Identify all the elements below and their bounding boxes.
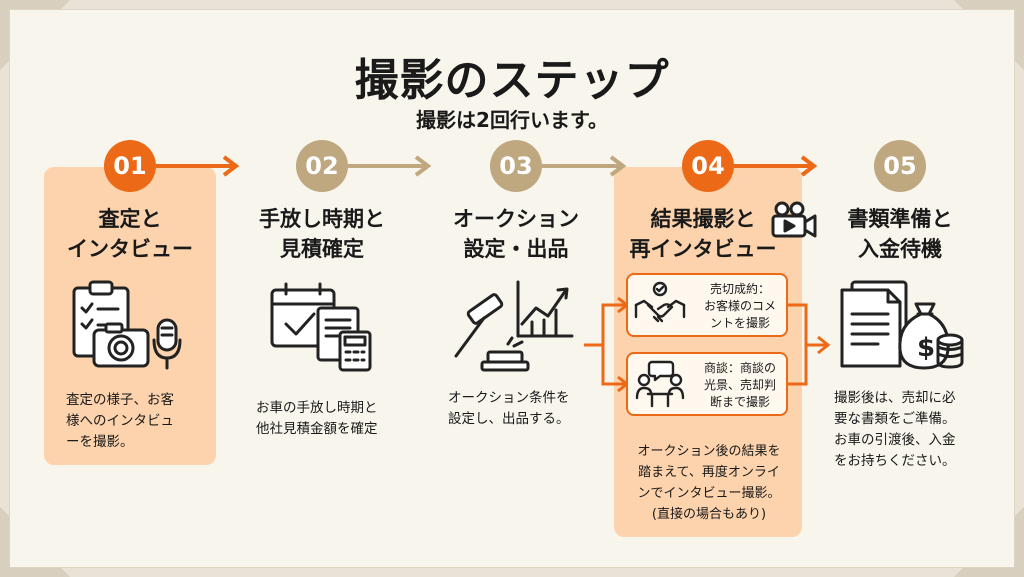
- handshake-icon: [634, 281, 686, 323]
- step-4-note: オークション後の結果を 踏まえて、再度オンライ ンでインタビュー撮影。 (直接の…: [637, 444, 781, 522]
- branch-connectors: [584, 296, 831, 393]
- step-5-description: 撮影後は、売却に必 要な書類をご準備。 お車の引渡後、入金 をお持ちください。: [834, 390, 956, 469]
- step-2-heading: 手放し時期と 見積確定: [259, 207, 385, 261]
- step-3-description: オークション条件を 設定し、出品する。: [448, 390, 570, 427]
- step-3-badge: 03: [490, 140, 542, 192]
- svg-text:$: $: [917, 333, 935, 363]
- page-subtitle: 撮影は2回行います。: [416, 108, 608, 132]
- branch-negotiation-text: 商談：商談の 光景、売却判 断まで撮影: [703, 361, 776, 409]
- arrow-1-2: [156, 155, 240, 177]
- step-1-badge: 01: [104, 140, 156, 192]
- step-2-badge: 02: [296, 140, 348, 192]
- step-2-description: お車の手放し時期と 他社見積金額を確定: [256, 400, 378, 437]
- page-title: 撮影のステップ: [354, 55, 670, 106]
- branch-sold-box: 売切成約： お客様のコメ ントを撮影: [626, 273, 788, 337]
- arrow-3-4: [542, 155, 627, 177]
- step-5-badge: 05: [874, 140, 926, 192]
- meeting-icon: [635, 360, 685, 408]
- step-5-heading: 書類準備と 入金待機: [847, 207, 953, 261]
- step-3-heading: オークション 設定・出品: [453, 207, 579, 261]
- step-4-heading: 結果撮影と 再インタビュー: [629, 207, 777, 261]
- calendar-documents-calculator-icon: [270, 282, 372, 372]
- video-camera-icon: [771, 201, 817, 238]
- branch-sold-text: 売切成約： お客様のコメ ントを撮影: [703, 282, 776, 330]
- documents-money-bag-icon: $: [840, 280, 964, 370]
- gavel-chart-icon: [454, 280, 574, 372]
- step-1-heading: 査定と インタビュー: [67, 207, 193, 261]
- clipboard-camera-microphone-icon: [72, 280, 182, 370]
- arrow-4-5: [734, 155, 818, 177]
- step-1-description: 査定の様子、お客 様へのインタビュ ーを撮影。: [66, 392, 174, 450]
- branch-negotiation-box: 商談：商談の 光景、売却判 断まで撮影: [626, 352, 788, 416]
- arrow-2-3: [348, 155, 432, 177]
- step-4-badge: 04: [682, 140, 734, 192]
